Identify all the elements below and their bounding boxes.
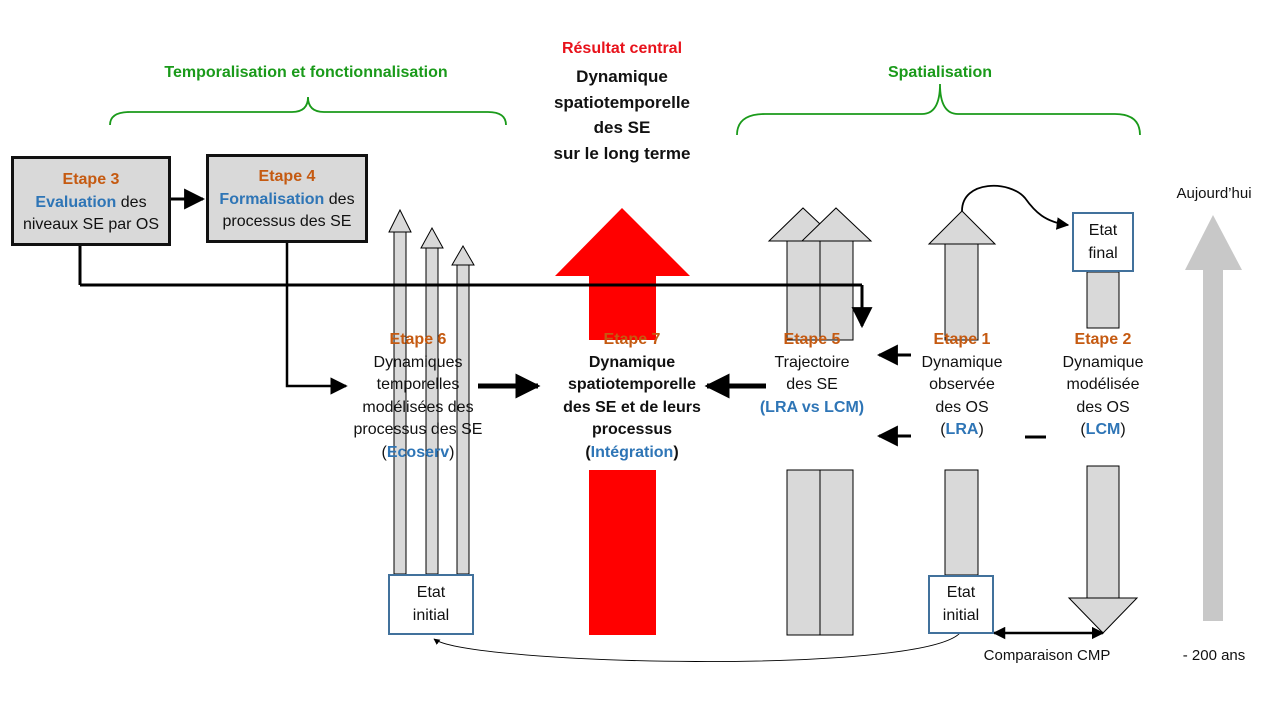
etape5-title: Etape 5 [783, 331, 841, 348]
etape1-accent: LRA [945, 421, 979, 438]
etat-initial-right-line: Etat [946, 584, 976, 601]
etape5-line: des SE [786, 376, 838, 393]
etape6-close-paren: ) [449, 443, 455, 461]
etape7-line: des SE et de leurs [563, 398, 701, 416]
central-result-line: des SE [593, 118, 651, 137]
etape3-accent: Evaluation [35, 193, 117, 211]
etape2-line: modélisée [1066, 376, 1140, 393]
etape7-accent: Intégration [590, 443, 674, 461]
etape7-title: Etape 7 [603, 331, 661, 348]
etape3-line2: niveaux SE par OS [22, 216, 160, 233]
time-axis-top-label: Aujourd’hui [1176, 185, 1252, 202]
etape6-accent: Ecoserv [386, 443, 450, 461]
time-axis-bottom-label: - 200 ans [1182, 647, 1246, 664]
etape2-close-paren: ) [1120, 421, 1126, 438]
left-brace [109, 96, 507, 126]
time-axis-arrow [1185, 215, 1242, 621]
central-result-line: sur le long terme [553, 143, 691, 163]
etape4-box: Etape 4 Formalisation des processus des … [206, 154, 368, 243]
etape4-line1: Formalisation des [209, 189, 365, 212]
etat-initial-left-box: Etat initial [388, 574, 474, 635]
etape2-down-arrow [1067, 271, 1139, 634]
etape2-line: Dynamique [1062, 353, 1144, 371]
left-brace-label: Temporalisation et fonctionnalisation [164, 64, 448, 81]
etat-final-box: Etat final [1072, 212, 1134, 272]
etape7-line: spatiotemporelle [567, 376, 697, 393]
initial-to-initial-curve [433, 632, 961, 662]
etape1-up-arrow [927, 210, 997, 576]
etape5-double-arrows [767, 207, 873, 636]
etape7-accent-line: (Intégration) [542, 442, 722, 465]
etape6-line: temporelles [376, 376, 460, 393]
etape2-accent-line: (LCM) [1053, 419, 1153, 442]
right-brace-label: Spatialisation [887, 64, 993, 81]
central-result-line: Dynamique [576, 67, 668, 86]
etape6-accent-line: (Ecoserv) [338, 442, 498, 465]
etape2-accent: LCM [1085, 421, 1121, 438]
etape7-text: Etape 7 Dynamique spatiotemporelle des S… [542, 329, 722, 464]
central-result-line: spatiotemporelle [553, 92, 691, 112]
comparison-label: Comparaison CMP [983, 647, 1111, 664]
etape6-line: modélisées des [362, 398, 474, 416]
central-result-title: Résultat central [561, 40, 683, 57]
right-brace [736, 83, 1141, 136]
central-red-arrow [555, 208, 690, 635]
etape3-box: Etape 3 Evaluation des niveaux SE par OS [11, 156, 171, 246]
etape1-line: Dynamique [921, 353, 1003, 371]
etape6-line: processus des SE [353, 421, 483, 438]
etat-final-line: Etat [1088, 222, 1118, 239]
etape1-accent-line: (LRA) [912, 419, 1012, 442]
etape4-accent: Formalisation [219, 190, 325, 208]
etape1-to-final-curve [961, 184, 1070, 230]
etape6-line: Dynamiques [373, 353, 463, 371]
main-connector-line [78, 246, 873, 329]
etape1-close-paren: ) [978, 421, 984, 438]
etape4-title: Etape 4 [258, 168, 316, 185]
etat-final-line: final [1088, 244, 1118, 262]
etape6-open-paren: ( [381, 443, 387, 461]
etape7-open-paren: ( [585, 443, 591, 461]
etape5-text: Etape 5 Trajectoire des SE (LRA vs LCM) [752, 329, 872, 419]
etat-initial-left-line: initial [412, 606, 450, 624]
etape1-open-paren: ( [940, 421, 946, 438]
etape5-accent: (LRA vs LCM) [759, 398, 865, 416]
etat-initial-right-box: Etat initial [928, 575, 994, 634]
etape1-line: des OS [935, 398, 989, 416]
etape1-title: Etape 1 [933, 331, 991, 348]
etape7-line: Dynamique [588, 353, 676, 371]
etat-initial-right-line: initial [942, 606, 980, 624]
etape1-text: Etape 1 Dynamique observée des OS (LRA) [912, 329, 1012, 442]
etape6-title: Etape 6 [389, 331, 447, 348]
etape1-line: observée [929, 376, 995, 393]
etape4-to-etape6-arrow [285, 243, 348, 395]
etat-initial-left-line: Etat [416, 584, 446, 601]
etape2-open-paren: ( [1080, 421, 1086, 438]
etape3-line1: Evaluation des [14, 192, 168, 215]
etape7-close-paren: ) [673, 443, 679, 461]
etape7-line: processus [591, 421, 673, 438]
etape4-line2: processus des SE [222, 213, 352, 230]
etape4-line1-rest: des [324, 190, 355, 208]
etape3-line1-rest: des [116, 193, 147, 211]
etape5-line: Trajectoire [774, 353, 850, 371]
etape6-text: Etape 6 Dynamiques temporelles modélisée… [338, 329, 498, 464]
etape2-title: Etape 2 [1074, 331, 1132, 348]
etape2-text: Etape 2 Dynamique modélisée des OS (LCM) [1053, 329, 1153, 442]
central-result-text: Dynamique spatiotemporelle des SE sur le… [526, 64, 718, 166]
etape2-line: des OS [1076, 398, 1130, 416]
etape3-title: Etape 3 [62, 171, 120, 188]
